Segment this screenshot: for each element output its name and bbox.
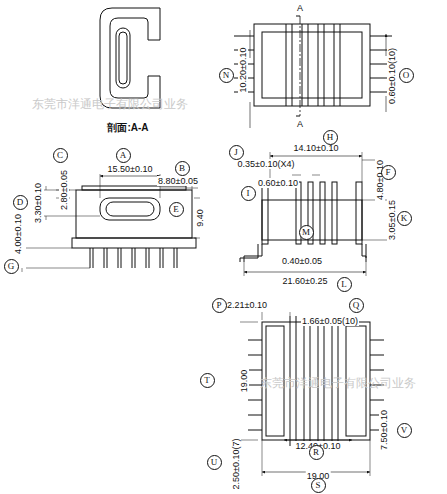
callout-circle: U (207, 455, 222, 470)
callout-letter: D (17, 197, 24, 207)
callout-circle: F (381, 165, 396, 180)
callout-letter: L (341, 279, 347, 289)
callout-circle: A (116, 148, 131, 163)
dimension-label: 3.05±0.15 (387, 199, 397, 241)
dimension-label: 0.60±0.10(10) (387, 47, 397, 105)
section-mark: A (296, 3, 304, 13)
callout-circle: I (241, 186, 256, 201)
dimension-label: 21.60±0.25 (282, 276, 329, 286)
dimension-label: 15.50±0.10 (107, 164, 154, 174)
dimension-label: 3.30±0.10 (33, 182, 43, 224)
callout-letter: B (179, 163, 185, 173)
dimension-label: 2.50±0.10(7) (231, 438, 241, 491)
dimension-label: 0.60±0.10 (257, 178, 299, 188)
front-view (22, 170, 200, 272)
callout-letter: C (57, 150, 63, 160)
dimension-label: 4.00±0.10 (13, 213, 23, 255)
callout-circle: R (309, 445, 324, 460)
callout-circle: K (397, 211, 412, 226)
callout-circle: T (200, 373, 215, 388)
section-mark: A (296, 119, 304, 129)
callout-letter: I (247, 188, 250, 198)
bottom-view (240, 312, 384, 490)
top-view (234, 16, 392, 128)
callout-circle: L (337, 277, 352, 292)
callout-letter: U (211, 457, 218, 467)
callout-circle: D (13, 195, 28, 210)
dimension-label: 0.40±0.05 (281, 256, 323, 266)
side-view (240, 152, 392, 276)
callout-circle: H (323, 130, 338, 145)
callout-letter: O (403, 70, 410, 80)
dimension-label: 8.80±0.05 (157, 176, 199, 186)
section-view (100, 8, 160, 108)
callout-letter: E (173, 204, 179, 214)
watermark: 东莞市洋通电子有限公司业务 (260, 377, 416, 390)
callout-letter: R (313, 447, 319, 457)
callout-letter: M (302, 227, 310, 237)
callout-circle: N (219, 68, 234, 83)
watermark: 东莞市洋通电子有限公司业务 (32, 98, 188, 111)
callout-circle: M (299, 225, 314, 240)
dimension-label: 9.40 (195, 208, 205, 228)
dimension-label: 19.00 (239, 369, 249, 394)
dimension-label: 0.35±0.10(X4) (237, 159, 296, 169)
callout-circle: G (4, 259, 19, 274)
callout-letter: V (401, 425, 408, 435)
dimension-label: 10.20±0.10 (238, 47, 248, 94)
dimension-label: 2.80±0.05 (59, 169, 69, 211)
dimension-label: 1.66±0.05(10) (301, 316, 359, 326)
callout-circle: V (397, 423, 412, 438)
callout-letter: A (120, 150, 127, 160)
callout-letter: J (234, 147, 238, 157)
callout-letter: K (401, 213, 408, 223)
callout-circle: J (229, 145, 244, 160)
callout-circle: C (53, 148, 68, 163)
callout-circle: E (169, 202, 184, 217)
callout-letter: N (223, 70, 230, 80)
callout-circle: O (399, 68, 414, 83)
dimension-label: 2.21±0.10 (226, 300, 268, 310)
callout-circle: Q (349, 298, 364, 313)
dimension-label: 7.50±0.10 (379, 409, 389, 451)
callout-circle: S (311, 478, 326, 493)
callout-letter: T (204, 375, 210, 385)
section-title: 剖面:A-A (106, 123, 149, 133)
callout-letter: F (385, 167, 390, 177)
callout-circle: B (175, 161, 190, 176)
callout-letter: G (8, 261, 15, 271)
callout-letter: S (315, 480, 320, 490)
callout-letter: Q (353, 300, 360, 310)
callout-letter: P (216, 300, 221, 310)
callout-letter: H (327, 132, 334, 142)
callout-circle: P (212, 298, 227, 313)
dimension-label: 14.10±0.10 (293, 143, 340, 153)
